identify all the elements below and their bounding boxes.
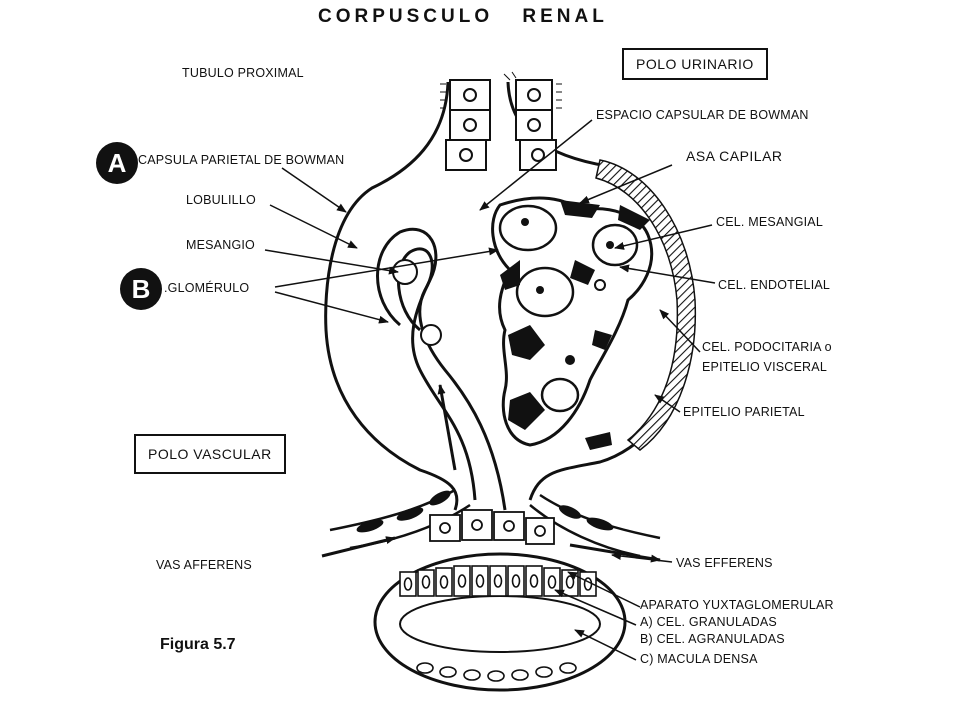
label-cel-podocitaria: CEL. PODOCITARIA o (702, 340, 832, 354)
leader-lines (264, 119, 716, 661)
title-word-1: CORPUSCULO (318, 6, 494, 27)
diagram-title: CORPUSCULO RENAL (318, 6, 628, 28)
macula-densa-cells (399, 565, 597, 682)
label-polo-urinario: POLO URINARIO (622, 48, 768, 80)
label-cel-granuladas: A) CEL. GRANULADAS (640, 615, 777, 629)
label-espacio-capsular: ESPACIO CAPSULAR DE BOWMAN (596, 108, 809, 122)
brush-border (440, 71, 562, 109)
label-polo-vascular: POLO VASCULAR (134, 434, 286, 474)
label-vas-efferens: VAS EFFERENS (676, 556, 773, 570)
label-epitelio-parietal: EPITELIO PARIETAL (683, 405, 805, 419)
vessel-smooth-muscle (356, 490, 614, 533)
label-cel-mesangial: CEL. MESANGIAL (716, 215, 823, 229)
label-macula-densa: C) MACULA DENSA (640, 652, 758, 666)
label-capsula-parietal: CAPSULA PARIETAL DE BOWMAN (138, 153, 345, 167)
badge-b: B (120, 268, 162, 310)
badge-a: A (96, 142, 138, 184)
label-tubulo-proximal: TUBULO PROXIMAL (182, 66, 304, 80)
label-aparato-yuxtaglomerular: APARATO YUXTAGLOMERULAR (640, 598, 834, 612)
label-lobulillo: LOBULILLO (186, 193, 256, 207)
figure-caption: Figura 5.7 (160, 636, 236, 653)
proximal-tubule-cells-left (445, 79, 491, 171)
glomerular-tuft (491, 196, 654, 450)
parietal-epithelium (595, 159, 697, 451)
label-glomerulo: .GLOMÉRULO (164, 281, 250, 295)
label-epitelio-visceral: EPITELIO VISCERAL (702, 360, 827, 374)
label-vas-afferens: VAS AFFERENS (156, 558, 252, 572)
label-mesangio: MESANGIO (186, 238, 255, 252)
label-asa-capilar: ASA CAPILAR (686, 148, 783, 164)
juxtaglomerular-cells (429, 509, 555, 545)
label-cel-agranuladas: B) CEL. AGRANULADAS (640, 632, 785, 646)
proximal-tubule-cells-right (515, 79, 557, 171)
title-word-2: RENAL (522, 6, 608, 27)
label-cel-endotelial: CEL. ENDOTELIAL (718, 278, 831, 292)
